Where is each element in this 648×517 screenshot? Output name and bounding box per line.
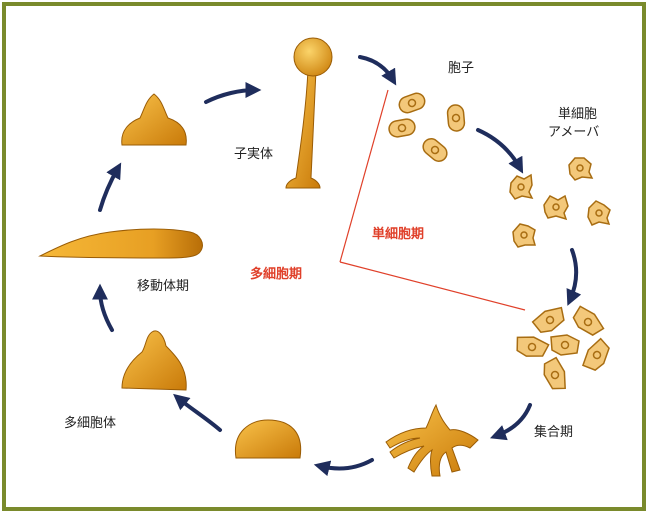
label-amoeba-line2: アメーバ <box>548 125 599 140</box>
label-migration-phase: 移動体期 <box>137 279 189 294</box>
label-amoeba-line1: 単細胞 <box>558 106 597 122</box>
label-aggregation-phase: 集合期 <box>534 424 573 440</box>
label-unicellular-phase: 単細胞期 <box>372 226 424 242</box>
label-spores: 胞子 <box>448 61 474 76</box>
label-multicellular-body: 多細胞体 <box>64 415 116 431</box>
label-multicellular-phase: 多細胞期 <box>250 266 302 282</box>
label-fruiting-body: 子実体 <box>234 146 273 162</box>
